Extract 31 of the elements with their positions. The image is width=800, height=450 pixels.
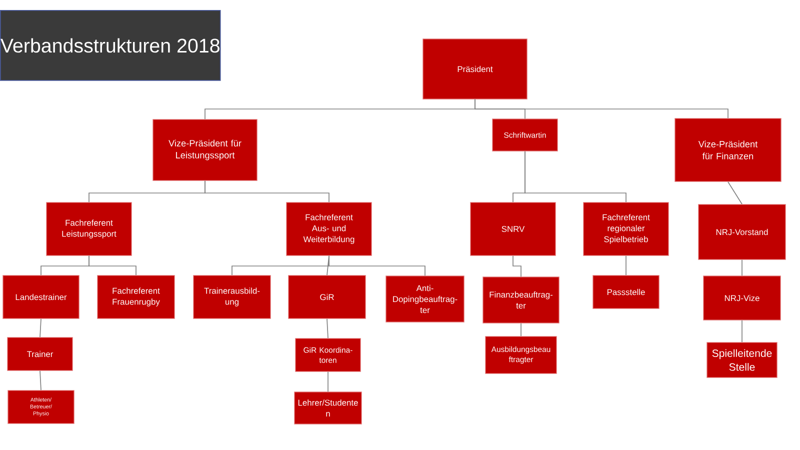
org-box: Fachreferent Frauenrugby bbox=[97, 275, 175, 319]
title-banner: Verbandsstrukturen 2018 bbox=[0, 10, 221, 81]
org-box: SNRV bbox=[470, 202, 556, 256]
connector-line bbox=[520, 322, 522, 337]
org-box: GiR bbox=[288, 275, 366, 319]
org-box: Passstelle bbox=[592, 275, 660, 309]
connector-line bbox=[40, 318, 42, 338]
connector-line bbox=[326, 318, 328, 339]
org-box: Vize-Präsident für Finanzen bbox=[674, 118, 782, 182]
org-box: Vize-Präsident für Leistungssport bbox=[152, 119, 258, 181]
org-box: Fachreferent Leistungssport bbox=[46, 202, 132, 256]
connector-line bbox=[728, 181, 742, 205]
org-box: Spielleitende Stelle bbox=[706, 342, 778, 378]
org-box: Fachreferent regionaler Spielbetrieb bbox=[583, 202, 669, 256]
org-box: Präsident bbox=[422, 38, 528, 100]
org-box: Anti- Dopingbeauftrag- ter bbox=[386, 276, 464, 322]
connector-line bbox=[474, 98, 728, 119]
org-box: Fachreferent Aus- und Weiterbildung bbox=[286, 202, 372, 256]
connector-line bbox=[328, 255, 426, 276]
connector-line bbox=[204, 180, 330, 203]
org-box: NRJ-Vize bbox=[703, 276, 781, 320]
org-box: Lehrer/Studente n bbox=[294, 392, 362, 424]
org-box: NRJ-Vorstand bbox=[698, 204, 786, 260]
connector-line bbox=[524, 150, 626, 203]
connector-line bbox=[88, 255, 136, 276]
org-box: Finanzbeauftrag- ter bbox=[482, 276, 560, 324]
connector-line bbox=[40, 370, 42, 391]
connector-line bbox=[512, 255, 522, 278]
org-box: Trainer bbox=[7, 337, 73, 371]
org-box: Trainerausbild- ung bbox=[193, 275, 271, 319]
org-box: Landestrainer bbox=[2, 275, 80, 319]
